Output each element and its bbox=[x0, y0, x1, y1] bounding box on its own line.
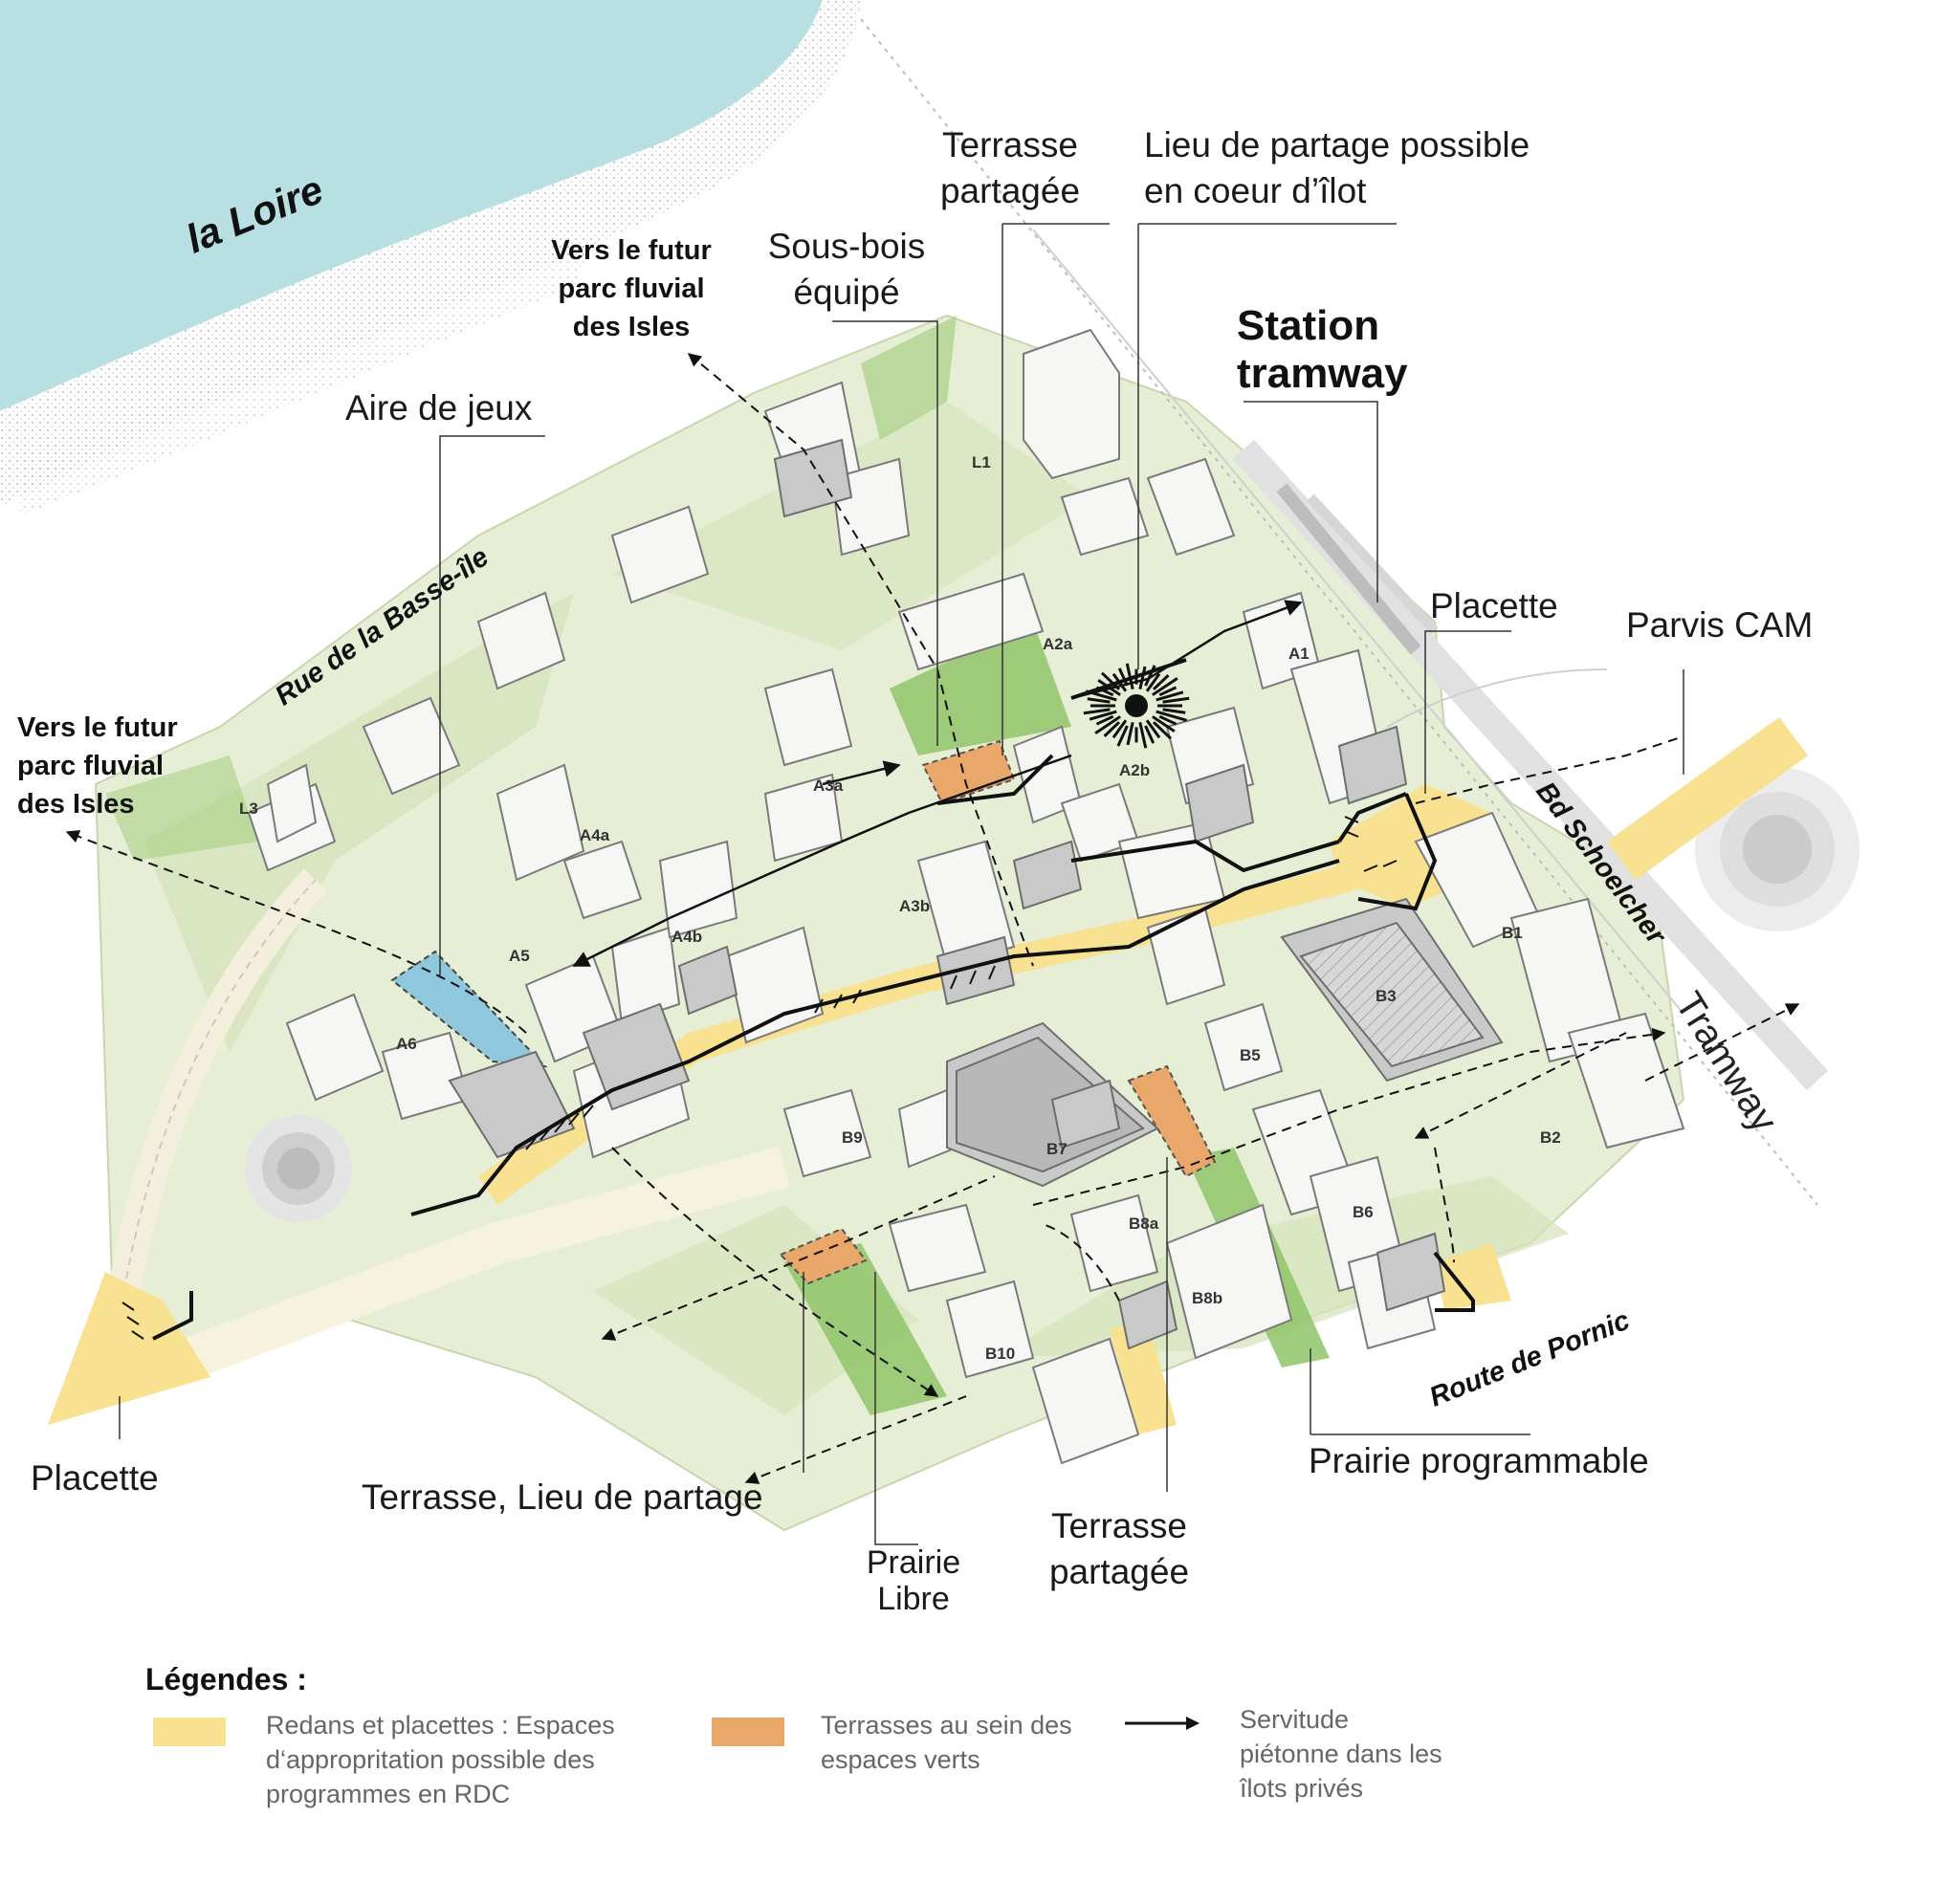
plot-B1: B1 bbox=[1502, 924, 1523, 942]
burst-ray bbox=[1116, 725, 1129, 747]
terrasse-partagee-bottom bbox=[1127, 1064, 1217, 1178]
burst-ray bbox=[1162, 696, 1190, 704]
leader-lines bbox=[119, 223, 1684, 1545]
callout-placette-right: Placette bbox=[1430, 586, 1558, 625]
plot-A2a: A2a bbox=[1043, 635, 1073, 653]
burst-ray bbox=[1145, 719, 1161, 739]
burst-ray bbox=[1087, 697, 1111, 704]
callout-parvis-cam: Parvis CAM bbox=[1626, 605, 1814, 645]
burst-ray bbox=[1125, 663, 1134, 689]
terrasse-partagee-top bbox=[921, 739, 1016, 805]
burst-ray bbox=[1117, 667, 1129, 687]
burst-ray bbox=[1152, 721, 1173, 740]
plot-B5: B5 bbox=[1240, 1046, 1261, 1064]
plot-A2b: A2b bbox=[1119, 761, 1151, 779]
plot-A5: A5 bbox=[509, 947, 530, 965]
redan-strip bbox=[478, 861, 1358, 1205]
burst-ray bbox=[1158, 686, 1178, 697]
aire-de-jeux-zone bbox=[390, 950, 548, 1068]
legend-text-terrasses: Terrasses au sein des espaces verts bbox=[821, 1711, 1072, 1774]
legend-arrow-icon bbox=[1125, 1717, 1200, 1730]
burst-ray bbox=[1095, 714, 1114, 726]
burst-ray bbox=[1152, 676, 1178, 696]
plot-B8a: B8a bbox=[1129, 1215, 1159, 1233]
plot-B2: B2 bbox=[1540, 1128, 1561, 1147]
buildings bbox=[247, 328, 1685, 1465]
redan-lines bbox=[152, 658, 1475, 1341]
burst-ray bbox=[1152, 674, 1170, 690]
grey-buildings bbox=[448, 438, 1504, 1350]
placette-left bbox=[48, 1272, 210, 1425]
callout-placette-left: Placette bbox=[31, 1458, 159, 1498]
loire-river bbox=[0, 0, 823, 411]
plot-A4b: A4b bbox=[671, 928, 703, 946]
south-road bbox=[184, 1146, 790, 1378]
plot-B10: B10 bbox=[985, 1345, 1016, 1363]
burst-ray bbox=[1138, 722, 1148, 749]
legend-swatch-placette bbox=[153, 1718, 226, 1746]
burst-ray bbox=[1156, 690, 1184, 702]
prairie-a2a bbox=[890, 622, 1071, 755]
plot-A6: A6 bbox=[396, 1035, 417, 1053]
burst-ray bbox=[1138, 666, 1147, 689]
plot-L1: L1 bbox=[972, 453, 991, 471]
parvis-cam bbox=[1607, 717, 1808, 880]
plot-A4a: A4a bbox=[580, 826, 610, 844]
burst-ray bbox=[1158, 714, 1178, 726]
burst-ray bbox=[1162, 708, 1186, 714]
plot-L3: L3 bbox=[239, 799, 258, 818]
plot-B9: B9 bbox=[842, 1128, 863, 1147]
callout-prairie-programmable: Prairie programmable bbox=[1309, 1441, 1649, 1480]
plot-A1: A1 bbox=[1288, 645, 1310, 663]
burst-ray bbox=[1156, 710, 1188, 722]
plot-A3a: A3a bbox=[813, 777, 844, 795]
burst-ray bbox=[1103, 721, 1121, 737]
plot-B6: B6 bbox=[1353, 1203, 1374, 1221]
burst-ray bbox=[1112, 719, 1128, 739]
prairie-libre bbox=[784, 1243, 947, 1415]
burst-ray bbox=[1145, 672, 1161, 692]
plot-A3b: A3b bbox=[899, 897, 931, 915]
legend-text-servitude: Servitude piétonne dans les îlots privés bbox=[1240, 1705, 1442, 1803]
burst-ray bbox=[1089, 710, 1117, 721]
callout-terrasse-lieu: Terrasse, Lieu de partage bbox=[362, 1477, 763, 1517]
riverbank bbox=[0, 0, 861, 507]
servitude-solid bbox=[572, 600, 1303, 968]
burst-ray bbox=[1094, 715, 1121, 735]
burst-ray bbox=[1126, 722, 1134, 746]
plot-B3: B3 bbox=[1376, 987, 1397, 1005]
burst-ray bbox=[1144, 725, 1156, 744]
callout-aire-de-jeux: Aire de jeux bbox=[345, 388, 533, 427]
legend-text-placettes: Redans et placettes : Espaces d‘appropri… bbox=[266, 1711, 615, 1808]
legend-swatch-terrasse bbox=[712, 1718, 784, 1746]
redan-ticks bbox=[121, 816, 1398, 1340]
plot-B8b: B8b bbox=[1192, 1289, 1223, 1307]
plot-B7: B7 bbox=[1046, 1140, 1068, 1158]
burst-ray bbox=[1083, 708, 1111, 715]
legend-title: Légendes : bbox=[145, 1662, 307, 1696]
burst-ray bbox=[1152, 715, 1176, 733]
